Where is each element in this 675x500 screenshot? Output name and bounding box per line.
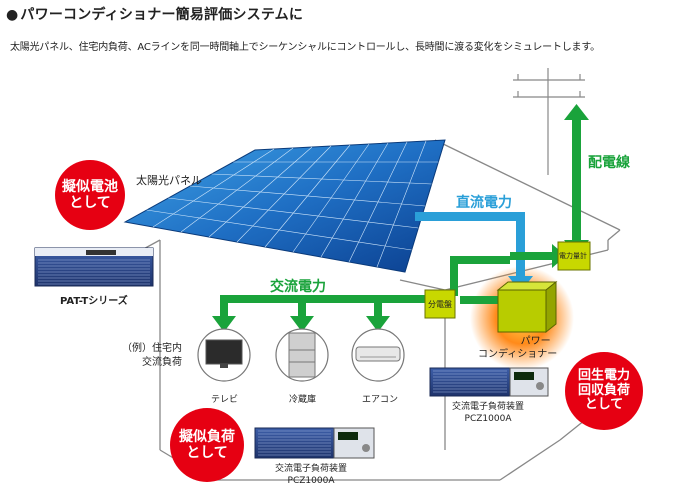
power-conditioner-label-line1: パワー [520, 336, 551, 347]
load-device-bottom-label: 交流電子負荷装置 PCZ1000A [275, 464, 347, 487]
power-meter-box [557, 241, 591, 271]
distribution-board-label: 分電盤 [428, 300, 452, 309]
pat-series-label: PAT-Tシリーズ [60, 296, 128, 307]
power-conditioner-label: パワー コンディショナー [478, 336, 557, 361]
load-device-right-label: 交流電子負荷装置 PCZ1000A [452, 402, 524, 425]
fridge-label: 冷蔵庫 [289, 395, 317, 405]
home-load-label-line2: 交流負荷 [142, 356, 182, 368]
ac-power-arrows [212, 104, 589, 332]
solar-panel-array [123, 139, 446, 273]
load-device-right-label-line2: PCZ1000A [464, 413, 512, 424]
badge-regenerative: 回生電力 回収負荷 として [565, 352, 643, 430]
badge-regen-line3: として [584, 397, 624, 413]
badge-regen-line1: 回生電力 [577, 367, 630, 383]
home-load-label-line1: （例）住宅内 [122, 343, 182, 354]
load-device-bottom-label-line2: PCZ1000A [287, 475, 335, 486]
power-conditioner-box [496, 280, 558, 334]
load-device-right-label-line1: 交流電子負荷装置 [452, 402, 525, 412]
page-title-text: パワーコンディショナー簡易評価システムに [20, 7, 304, 23]
badge-pseudo-battery: 擬似電池 として [55, 160, 125, 230]
utility-pole [513, 68, 585, 175]
pcz-device-bottom [254, 427, 375, 459]
aircon-label: エアコン [362, 395, 399, 405]
home-load-label: （例）住宅内 交流負荷 [122, 342, 182, 369]
appliance-tv [197, 328, 251, 382]
page-title: ●パワーコンディショナー簡易評価システムに [6, 4, 303, 24]
pat-t-device [34, 247, 154, 287]
page-subtitle: 太陽光パネル、住宅内負荷、ACラインを同一時間軸上でシーケンシャルにコントロール… [10, 42, 600, 53]
tv-label: テレビ [211, 395, 239, 405]
badge-regen-line2: 回収負荷 [577, 382, 630, 398]
ac-power-label: 交流電力 [270, 279, 326, 295]
appliance-aircon [351, 328, 405, 382]
pcz-device-right [429, 367, 549, 397]
solar-panel-grid [146, 140, 439, 268]
badge-battery-line1: 擬似電池 [62, 178, 118, 195]
power-conditioner-label-line2: コンディショナー [478, 348, 558, 360]
badge-load-line1: 擬似負荷 [179, 428, 235, 445]
bullet-icon: ● [6, 7, 19, 23]
grid-line-label: 配電線 [588, 155, 630, 171]
distribution-board-box [424, 289, 456, 319]
badge-battery-line2: として [69, 195, 111, 211]
power-meter-label: 電力量計 [559, 252, 587, 260]
badge-load-line2: として [186, 445, 228, 461]
load-device-bottom-label-line1: 交流電子負荷装置 [275, 464, 348, 474]
solar-panel-label: 太陽光パネル [136, 174, 202, 187]
dc-power-label: 直流電力 [456, 195, 512, 211]
badge-pseudo-load: 擬似負荷 として [170, 408, 244, 482]
appliance-fridge [275, 328, 329, 382]
